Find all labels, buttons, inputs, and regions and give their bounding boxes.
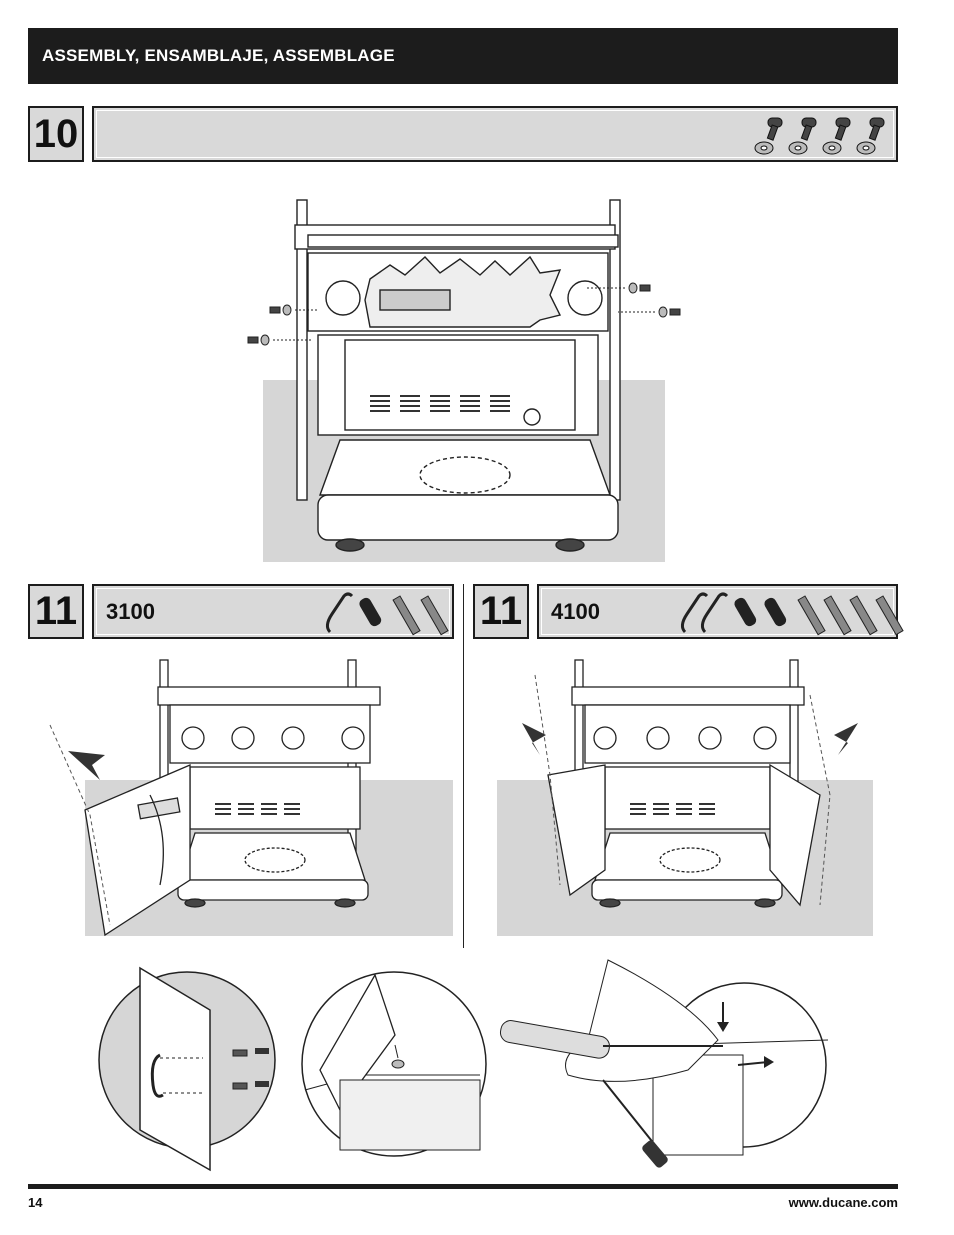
section-title: ASSEMBLY, ENSAMBLAJE, ASSEMBLAGE: [42, 46, 395, 65]
grill-cart-illustration: [247, 199, 681, 552]
cart-with-single-door-illustration: [49, 659, 381, 937]
screw-and-washer-icon: [754, 117, 885, 155]
arrow-icon: [522, 723, 546, 755]
handle-anchor-bolt-icons: [325, 592, 449, 636]
column-divider: [463, 584, 464, 948]
model-4100-label: 4100: [551, 599, 600, 624]
model-3100-label: 3100: [106, 599, 155, 624]
step-10-bar: [92, 106, 898, 162]
screwdriver-detail-circle: [499, 959, 829, 1168]
cart-with-double-doors-illustration: [522, 659, 858, 908]
section-header: ASSEMBLY, ENSAMBLAJE, ASSEMBLAGE: [28, 28, 898, 84]
hinge-detail-circle: [301, 971, 487, 1157]
step-11-right-bar: 4100: [537, 584, 904, 639]
arrow-icon: [68, 751, 105, 780]
page-number: 14: [28, 1195, 43, 1210]
arrow-icon: [834, 723, 858, 755]
step-11-right-number: 11: [473, 584, 529, 639]
footer-rule: [28, 1184, 898, 1189]
step-11-left-bar: 3100: [92, 584, 454, 639]
step-11-left-number: 11: [28, 584, 84, 639]
door-handle-detail-circle: [98, 966, 276, 1172]
handle-anchor-bolt-icons: [680, 592, 904, 636]
website-link[interactable]: www.ducane.com: [788, 1195, 898, 1210]
step-10-number: 10: [28, 106, 84, 162]
